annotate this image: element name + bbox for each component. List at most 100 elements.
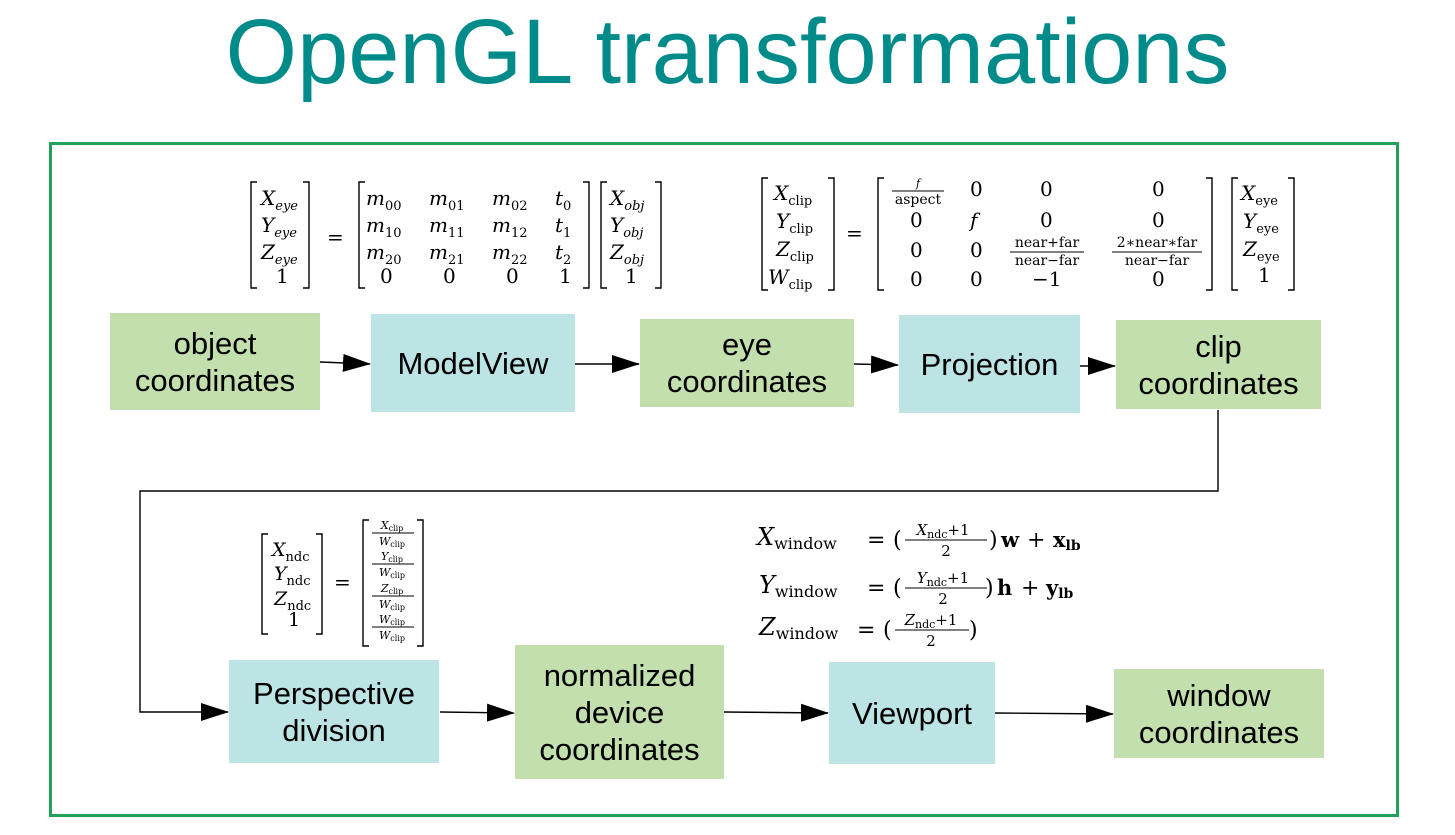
lhs-entry: Yeye xyxy=(261,213,297,241)
svg-text:t1: t1 xyxy=(555,213,571,241)
svg-text:Zndc+1: Zndc+1 xyxy=(904,611,958,631)
svg-text:Yclip: Yclip xyxy=(381,550,403,564)
svg-text:+: + xyxy=(1027,528,1045,553)
box-label-line: coordinates xyxy=(1138,714,1300,750)
svg-text:Zclip: Zclip xyxy=(775,237,814,265)
svg-text:0: 0 xyxy=(1040,177,1053,201)
svg-text:m21: m21 xyxy=(429,240,465,268)
svg-text:m01: m01 xyxy=(429,186,465,214)
svg-text:m11: m11 xyxy=(429,213,465,241)
svg-text:−1: −1 xyxy=(1032,267,1061,291)
svg-text:near−far: near−far xyxy=(1015,253,1080,269)
svg-text:=: = xyxy=(867,576,885,601)
svg-text:0: 0 xyxy=(1152,177,1165,201)
svg-text:Xclip: Xclip xyxy=(380,519,404,533)
equation-modelview: Xeye Yeye Zeye 1 = m00 m01 m02 t0 m10 m1… xyxy=(250,181,662,289)
svg-text:Zndc: Zndc xyxy=(273,588,311,614)
equals-sign: = xyxy=(334,570,351,594)
svg-text:Zeye: Zeye xyxy=(1242,237,1280,265)
svg-text:Yeye: Yeye xyxy=(1243,209,1279,237)
box-projection: Projection xyxy=(899,315,1080,413)
svg-text:(: ( xyxy=(893,576,902,601)
svg-text:0: 0 xyxy=(1152,208,1165,232)
svg-text:Xclip: Xclip xyxy=(772,181,812,209)
box-label-line: division xyxy=(282,712,386,748)
box-label-line: clip xyxy=(1195,328,1242,364)
box-label-line: normalized xyxy=(543,657,696,693)
box-object-coordinates: object coordinates xyxy=(110,313,320,410)
svg-text:0: 0 xyxy=(506,264,519,288)
svg-text:2∗near∗far: 2∗near∗far xyxy=(1117,235,1198,251)
svg-text:Xndc: Xndc xyxy=(270,539,310,565)
svg-text:): ) xyxy=(985,576,994,601)
box-perspective-division: Perspective division xyxy=(229,660,439,763)
svg-text:h: h xyxy=(997,575,1012,600)
svg-text:Wclip: Wclip xyxy=(768,265,812,293)
box-label-line: device xyxy=(574,694,665,730)
page-title: OpenGL transformations xyxy=(225,1,1230,103)
lhs-entry: Zeye xyxy=(260,240,298,268)
svg-text:m10: m10 xyxy=(366,213,402,241)
box-label-line: coordinates xyxy=(134,362,296,398)
svg-text:w: w xyxy=(1000,527,1020,552)
box-label-line: object xyxy=(173,325,257,361)
lhs-entry: 1 xyxy=(276,264,289,288)
lhs-entry: Xeye xyxy=(259,186,298,214)
box-label-line: coordinates xyxy=(666,364,828,399)
lhs-column: Xeye Yeye Zeye 1 xyxy=(259,186,298,288)
svg-text:2: 2 xyxy=(938,590,948,608)
arrow-clip-to-perspective xyxy=(139,410,1219,721)
svg-text:2: 2 xyxy=(941,542,951,560)
svg-text:0: 0 xyxy=(443,264,456,288)
rhs-column: Xeye Yeye Zeye 1 xyxy=(1239,181,1280,287)
svg-text:m02: m02 xyxy=(492,186,528,214)
svg-text:Xobj: Xobj xyxy=(608,186,644,214)
svg-text:f: f xyxy=(915,177,922,190)
svg-text:Xndc+1: Xndc+1 xyxy=(915,521,969,541)
svg-text:Wclip: Wclip xyxy=(379,613,405,627)
svg-text:=: = xyxy=(867,528,885,553)
svg-text:0: 0 xyxy=(1152,267,1165,291)
svg-text:m20: m20 xyxy=(366,240,402,268)
projection-matrix: f aspect 0 0 0 0 f 0 0 0 0 near+far near… xyxy=(892,177,1202,291)
svg-text:near+far: near+far xyxy=(1015,235,1080,251)
lhs-column: Xndc Yndc Zndc 1 xyxy=(270,539,311,631)
modelview-matrix: m00 m01 m02 t0 m10 m11 m12 t1 m20 m21 m2… xyxy=(366,186,572,288)
division-column: Xclip Wclip Yclip Wclip Zclip Wclip Wcli… xyxy=(372,519,414,643)
svg-text:Wclip: Wclip xyxy=(379,629,405,643)
svg-text:Ywindow: Ywindow xyxy=(759,571,838,601)
svg-text:Yndc+1: Yndc+1 xyxy=(917,569,969,589)
svg-text:+: + xyxy=(1021,576,1039,601)
svg-text:Zclip: Zclip xyxy=(380,582,403,596)
arrow-viewport-to-window xyxy=(994,704,1114,723)
svg-text:2: 2 xyxy=(926,632,936,650)
box-clip-coordinates: clip coordinates xyxy=(1116,320,1321,409)
arrow-eye-to-projection xyxy=(853,355,899,374)
svg-text:0: 0 xyxy=(380,264,393,288)
svg-text:0: 0 xyxy=(970,177,983,201)
box-window-coordinates: window coordinates xyxy=(1114,669,1324,758)
box-label-line: Projection xyxy=(920,346,1059,382)
svg-text:Zobj: Zobj xyxy=(609,240,644,268)
svg-text:Zwindow: Zwindow xyxy=(758,613,839,643)
equation-projection: Xclip Yclip Zclip Wclip = f aspect 0 0 0… xyxy=(761,177,1295,293)
box-label-line: coordinates xyxy=(539,731,700,767)
rhs-column: Xobj Yobj Zobj 1 xyxy=(608,186,644,288)
box-normalized-device-coordinates: normalized device coordinates xyxy=(515,645,724,779)
svg-text:Xeye: Xeye xyxy=(1239,181,1278,209)
svg-text:): ) xyxy=(989,528,998,553)
svg-text:Yndc: Yndc xyxy=(274,563,311,589)
svg-text:1: 1 xyxy=(559,264,572,288)
svg-text:Xwindow: Xwindow xyxy=(755,523,837,553)
box-label-line: coordinates xyxy=(1138,365,1299,401)
viewport-x-equation: Xwindow = ( Xndc+1 2 ) w + xlb xyxy=(755,521,1081,560)
equals-sign: = xyxy=(846,221,863,245)
svg-text:Wclip: Wclip xyxy=(379,566,405,580)
equation-perspective-division: Xndc Yndc Zndc 1 = Xclip Wclip Yclip Wcl… xyxy=(261,519,424,647)
svg-text:(: ( xyxy=(883,618,892,643)
arrow-object-to-modelview xyxy=(319,353,371,372)
svg-text:Wclip: Wclip xyxy=(379,535,405,549)
svg-text:0: 0 xyxy=(910,267,923,291)
svg-text:0: 0 xyxy=(910,208,923,232)
svg-text:): ) xyxy=(969,618,978,643)
